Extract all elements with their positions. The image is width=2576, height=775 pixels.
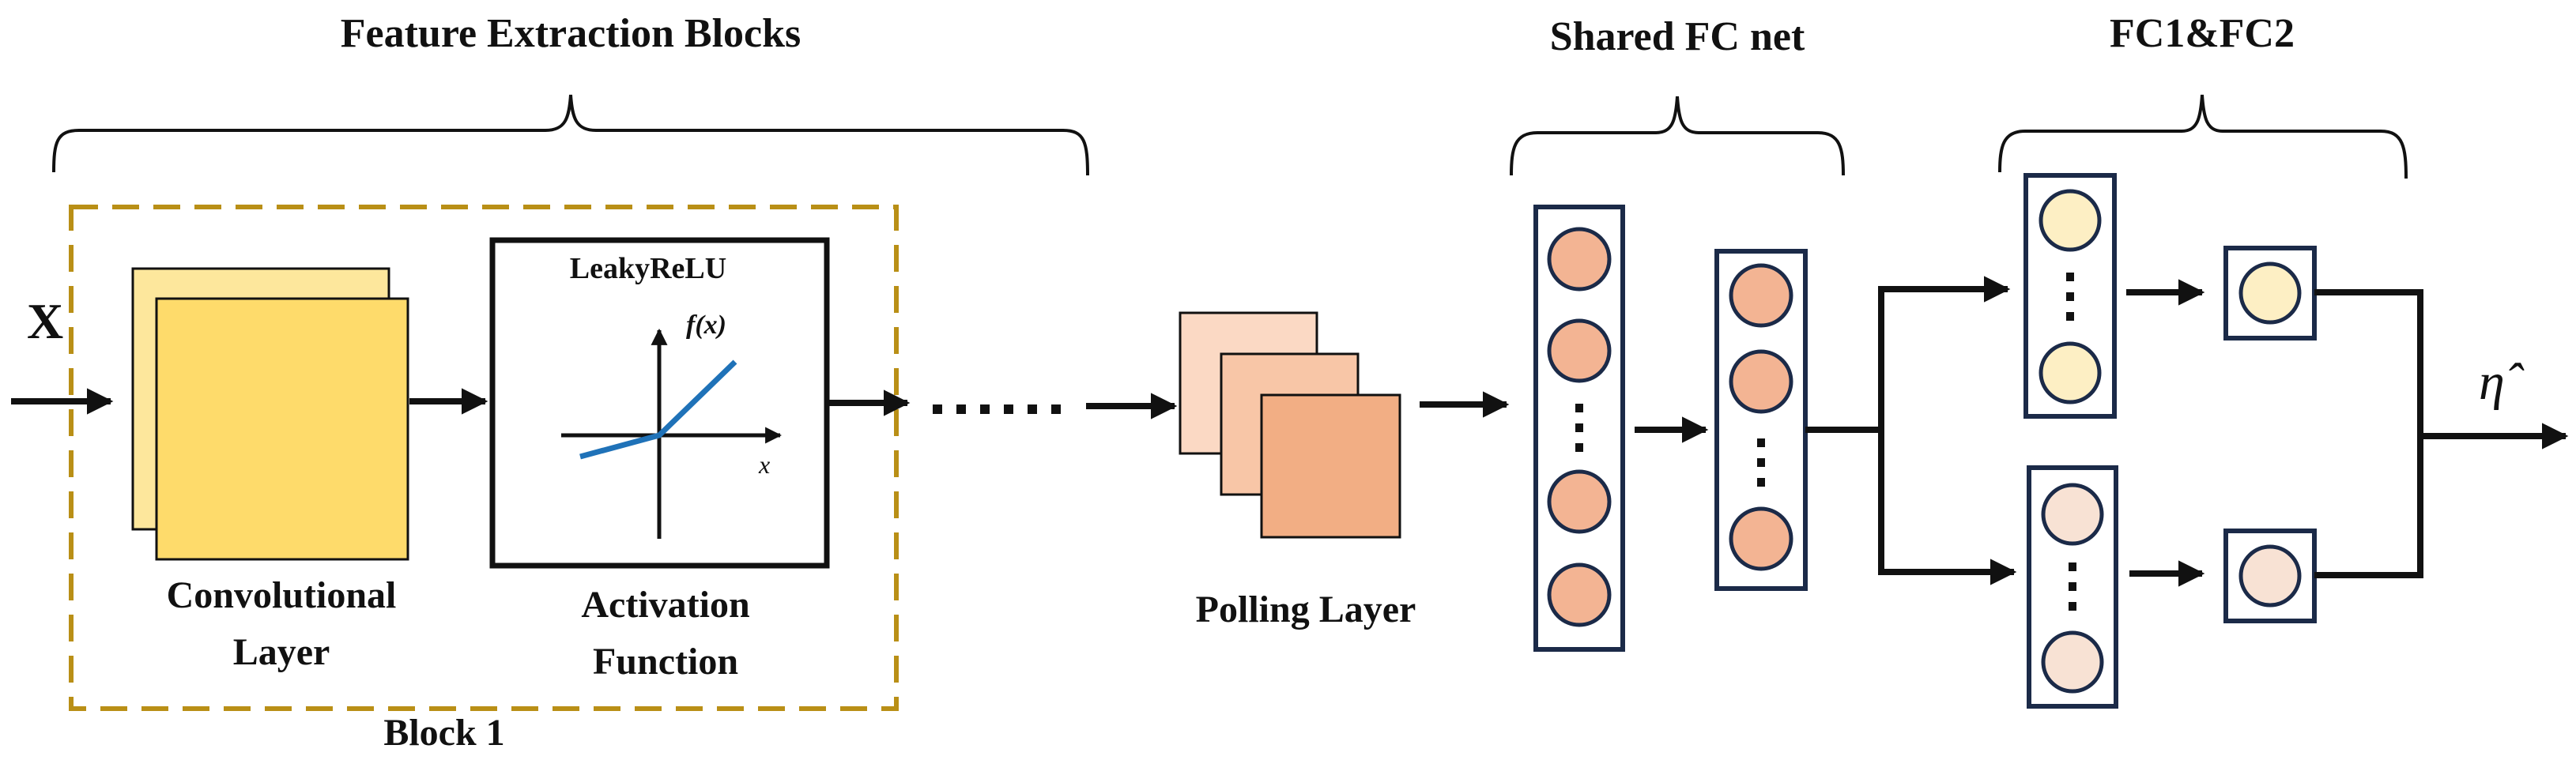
block1-label: Block 1 bbox=[383, 712, 505, 754]
polling-layer-label: Polling Layer bbox=[1195, 589, 1416, 630]
shared-fc2-neuron bbox=[1729, 263, 1793, 328]
shared-fc2-neuron bbox=[1729, 506, 1793, 571]
fc2-neuron bbox=[2041, 630, 2104, 694]
fc2-vertical-dots bbox=[2069, 562, 2076, 611]
block1-frame bbox=[69, 205, 899, 711]
fc2-output-neuron bbox=[2238, 544, 2302, 608]
leaky-relu-curve bbox=[579, 359, 737, 460]
shared-fc-brace bbox=[1510, 96, 1845, 176]
shared-fc2-vertical-dots bbox=[1757, 438, 1765, 487]
shared-fc1-vertical-dots bbox=[1575, 404, 1583, 452]
activation-label-line2: Function bbox=[592, 641, 739, 683]
shared-fc1-neuron bbox=[1547, 562, 1612, 627]
feature-extraction-brace bbox=[52, 94, 1089, 176]
activation-label-line1: Activation bbox=[581, 584, 750, 626]
feature-extraction-title: Feature Extraction Blocks bbox=[340, 11, 801, 56]
leaky-relu-label: LeakyReLU bbox=[569, 252, 727, 285]
fx-label: f(x) bbox=[686, 310, 726, 340]
fc1-neuron bbox=[2039, 341, 2102, 404]
fc12-title: FC1&FC2 bbox=[2110, 11, 2295, 56]
fc12-brace bbox=[1998, 94, 2408, 179]
conv-label-line1: Convolutional bbox=[166, 574, 397, 616]
shared-fc2-neuron bbox=[1729, 349, 1793, 414]
x-axis-label: x bbox=[759, 450, 771, 479]
input-x-label: X bbox=[27, 293, 64, 349]
conv-layer-front-square bbox=[155, 297, 409, 561]
fc1-vertical-dots bbox=[2066, 273, 2074, 321]
fc2-neuron bbox=[2041, 483, 2104, 546]
fc1-neuron bbox=[2039, 189, 2102, 252]
output-eta-label: η̂ bbox=[2479, 353, 2505, 411]
shared-fc1-neuron bbox=[1547, 469, 1612, 534]
polling-square-3 bbox=[1260, 393, 1401, 539]
shared-fc1-neuron bbox=[1547, 227, 1612, 292]
shared-fc1-neuron bbox=[1547, 318, 1612, 383]
fc1-output-neuron bbox=[2238, 261, 2302, 325]
ellipsis-dots bbox=[933, 404, 1061, 414]
shared-fc-title: Shared FC net bbox=[1549, 14, 1805, 59]
conv-label-line2: Layer bbox=[232, 631, 330, 673]
